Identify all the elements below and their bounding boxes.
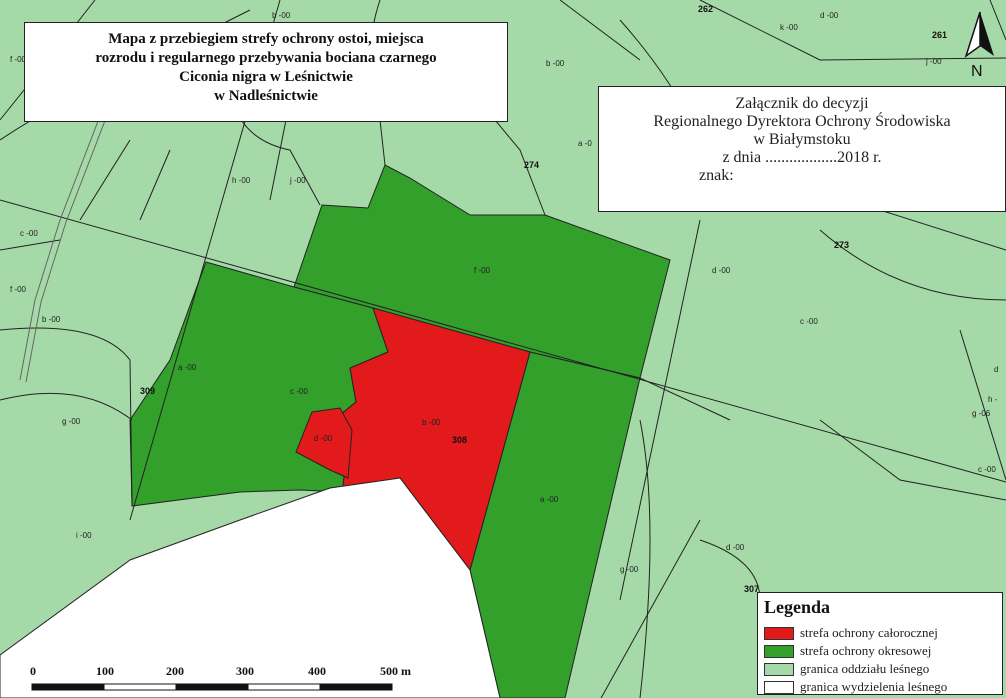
scale-bar-graphic — [31, 683, 393, 691]
subdivision-label: g -06 — [972, 409, 991, 418]
subdivision-label: k -00 — [780, 23, 798, 32]
compartment-274: 274 — [524, 160, 539, 170]
subdivision-label: d — [994, 365, 998, 374]
road — [19, 89, 117, 383]
scale-label: 100 — [96, 664, 114, 678]
annex-line: Regionalnego Dyrektora Ochrony Środowisk… — [653, 113, 951, 130]
scale-labels: 0 100 200 300 400 500 m — [26, 664, 446, 678]
compartment-262: 262 — [698, 4, 713, 14]
subdivision-label: f -00 — [10, 55, 27, 64]
legend-title: Legenda — [764, 597, 831, 617]
scale-label: 500 m — [380, 664, 411, 678]
legend-swatch — [764, 662, 794, 676]
subdivision-label: d -00 — [712, 266, 731, 275]
non-forest-area — [0, 477, 501, 698]
title-line: w Nadleśnictwie — [214, 88, 318, 104]
scale-label: 400 — [308, 664, 326, 678]
subdivision-label: j -00 — [925, 57, 942, 66]
subdivision-label: f -00 — [474, 266, 491, 275]
map-title: Mapa z przebiegiem strefy ochrony ostoi,… — [24, 22, 508, 122]
legend-item: granica wydzielenia leśnego — [764, 678, 996, 696]
annex-box: Załącznik do decyzji Regionalnego Dyrekt… — [598, 86, 1006, 212]
legend-item: strefa ochrony okresowej — [764, 642, 996, 660]
compartment-numbers: 262 261 274 273 309 308 307 — [140, 4, 947, 594]
legend-label: granica wydzielenia leśnego — [800, 679, 948, 694]
subdivision-label: d -00 — [726, 543, 745, 552]
title-line: rozrodu i regularnego przebywania bocian… — [95, 50, 437, 66]
title-line: Mapa z przebiegiem strefy ochrony ostoi,… — [108, 31, 424, 47]
annex-line: Załącznik do decyzji — [735, 95, 869, 112]
legend-label: strefa ochrony okresowej — [800, 643, 932, 658]
north-arrow-icon: N — [964, 11, 994, 80]
subdivision-label: i -00 — [76, 531, 92, 540]
title-line: Ciconia nigra w Leśnictwie — [179, 69, 353, 85]
legend-label: strefa ochrony całorocznej — [800, 625, 938, 640]
subdivision-label: b -00 — [546, 59, 565, 68]
compartment-261: 261 — [932, 30, 947, 40]
subdivision-label: b -00 — [42, 315, 61, 324]
north-label: N — [971, 63, 983, 80]
subdivision-label: b -00 — [272, 11, 291, 20]
subdivision-label: a -00 — [178, 363, 197, 372]
subdivision-label: f -00 — [10, 285, 27, 294]
scale-label: 0 — [30, 664, 36, 678]
compartment-309: 309 — [140, 386, 155, 396]
legend-swatch — [764, 626, 794, 640]
legend-swatch — [764, 680, 794, 694]
compartment-273: 273 — [834, 240, 849, 250]
scale-label: 300 — [236, 664, 254, 678]
subdivision-label: b -00 — [422, 418, 441, 427]
subdivision-labels: b -00 f -00 k -00 d -00 j -00 b -00 a -0… — [10, 11, 1000, 652]
subdivision-label: a -0 — [578, 139, 592, 148]
compartment-307: 307 — [744, 584, 759, 594]
annex-line: znak: — [699, 167, 734, 184]
subdivision-label: h - — [988, 395, 998, 404]
subdivision-label: h -00 — [232, 176, 251, 185]
subdivision-label: g -00 — [620, 565, 639, 574]
annex-line: w Białymstoku — [753, 131, 851, 148]
year-round-zone-d — [295, 407, 353, 479]
subdivision-label: c -00 — [290, 387, 308, 396]
subdivision-label: j -00 — [289, 176, 306, 185]
subdivision-label: c -00 — [800, 317, 818, 326]
subdivision-label: d -00 — [820, 11, 839, 20]
subdivision-label: g -00 — [62, 417, 81, 426]
subdivision-label: c -00 — [978, 465, 996, 474]
legend-label: granica oddziału leśnego — [800, 661, 930, 676]
scale-bar: 0 100 200 300 400 500 m — [26, 664, 446, 696]
subdivision-label: a -00 — [540, 495, 559, 504]
subdivision-label: d -00 — [314, 434, 333, 443]
annex-line: z dnia ..................2018 r. — [722, 149, 882, 166]
subdivision-label: c -00 — [20, 229, 38, 238]
compartment-308: 308 — [452, 435, 467, 445]
scale-label: 200 — [166, 664, 184, 678]
legend: Legenda strefa ochrony całorocznej stref… — [757, 592, 1003, 695]
legend-item: granica oddziału leśnego — [764, 660, 996, 678]
legend-item: strefa ochrony całorocznej — [764, 624, 996, 642]
legend-swatch — [764, 644, 794, 658]
